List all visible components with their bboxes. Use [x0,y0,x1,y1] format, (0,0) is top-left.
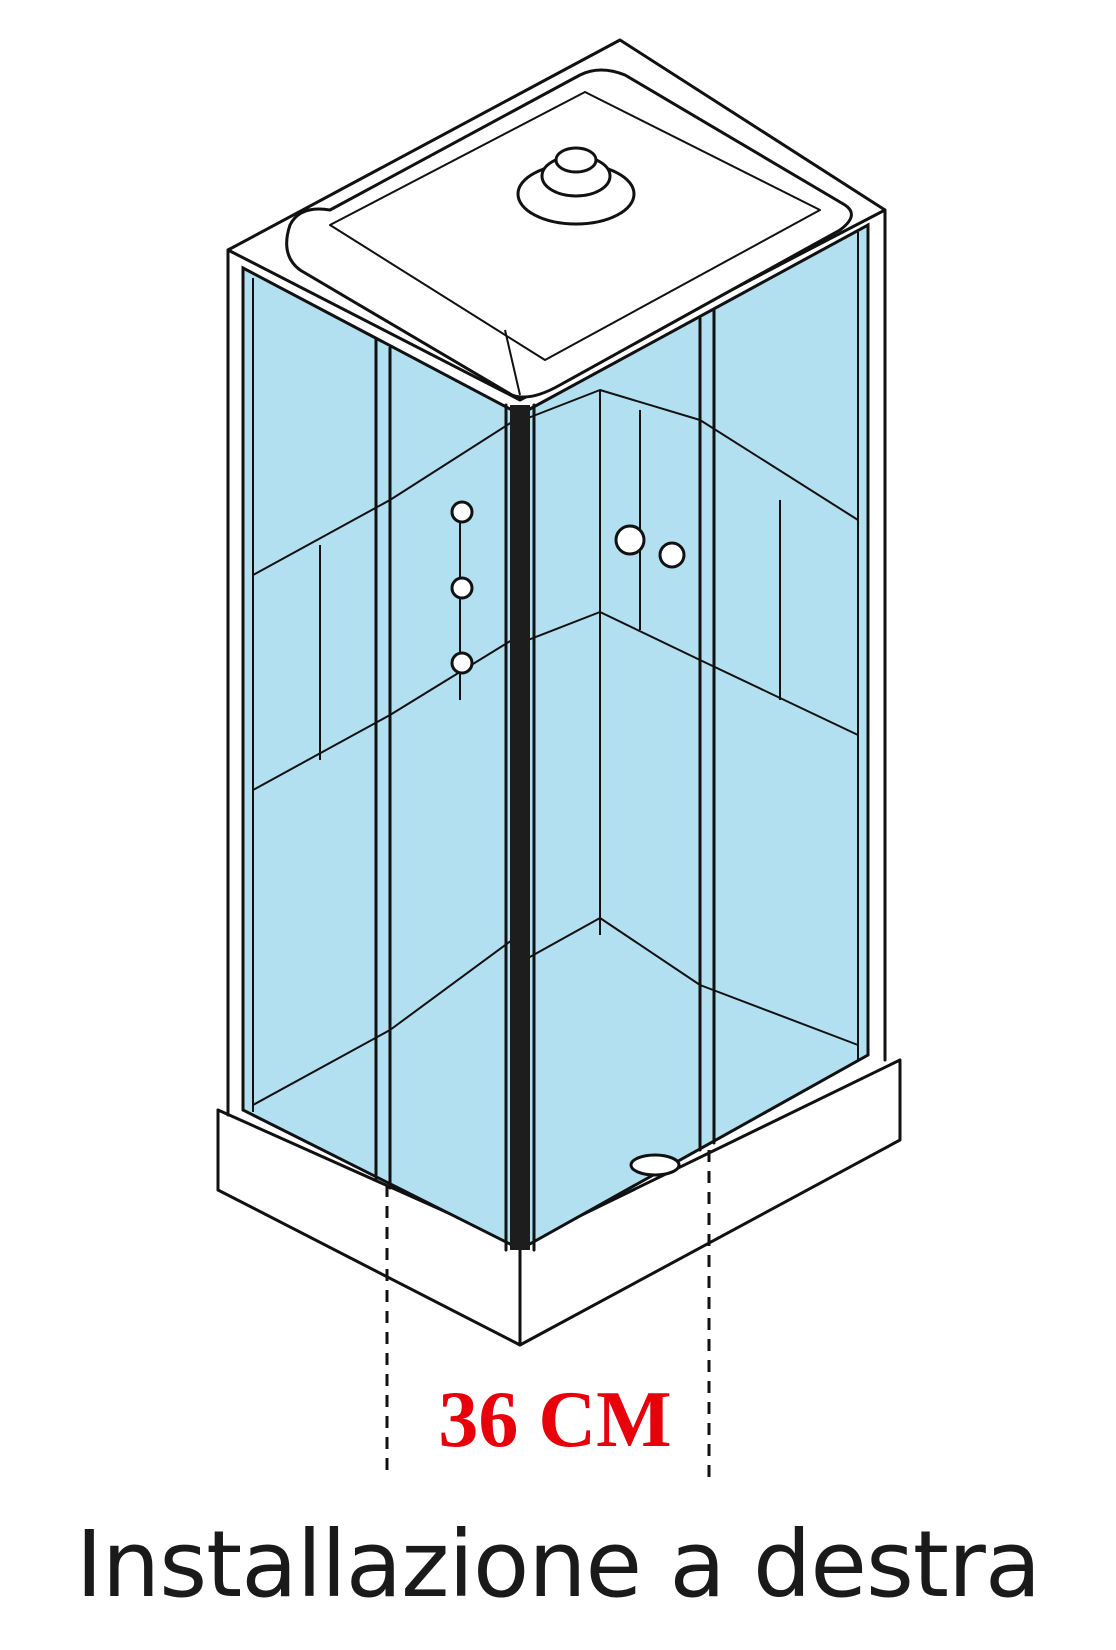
installation-caption: Installazione a destra [75,1511,1041,1618]
cabin-roof [226,38,887,402]
right-glass-panel [526,208,887,1248]
measurement-guides [385,1150,711,1478]
width-measurement-label: 36 CM [438,1376,672,1464]
left-glass-panel [226,248,514,1248]
corner-post [504,403,536,1252]
